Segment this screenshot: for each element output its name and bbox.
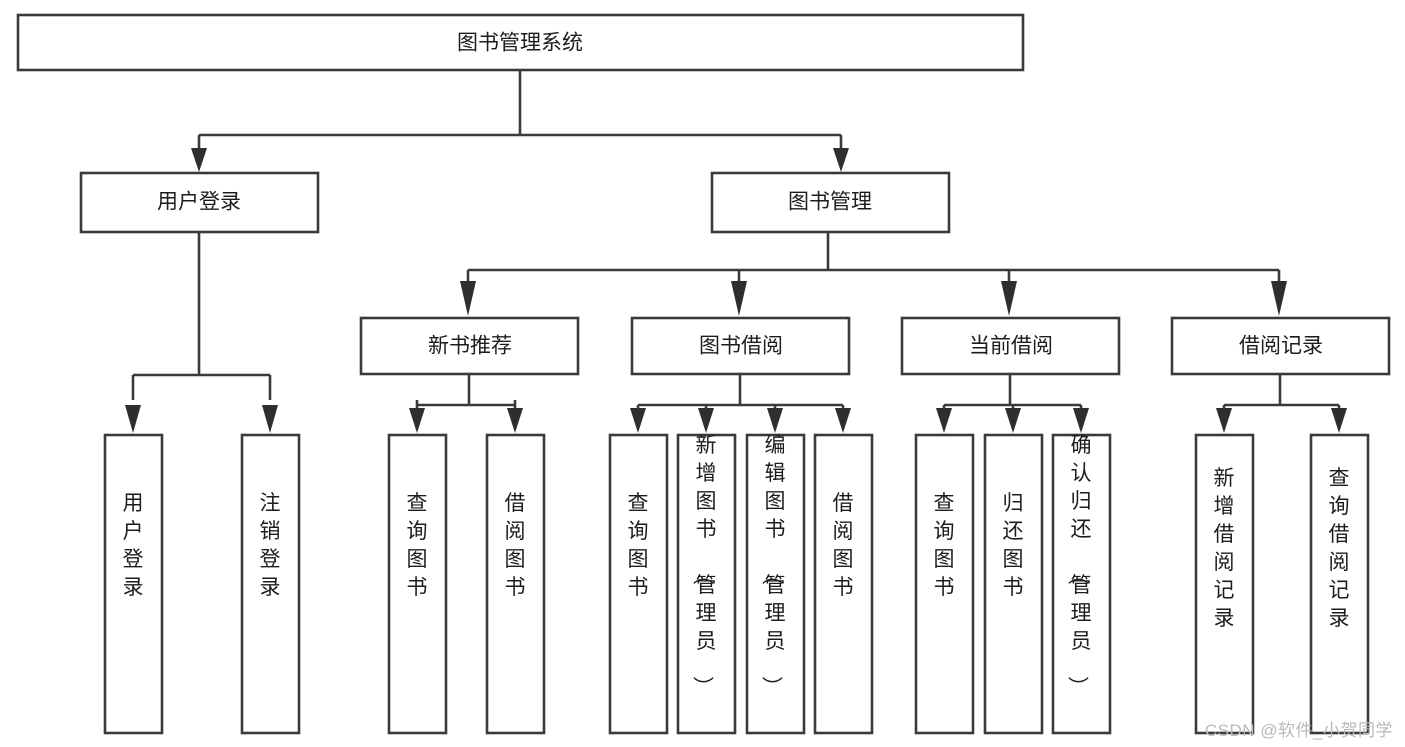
arrow-icon [1005,408,1021,433]
node-leaf-query-book-2-label: 查询图书 [628,492,649,599]
arrow-icon [262,405,278,433]
node-current-borrow-label: 当前借阅 [969,335,1053,358]
node-user-login[interactable]: 用户登录 [79,171,320,234]
node-current-borrow-box[interactable] [900,316,1121,376]
arrow-icon [1331,408,1347,433]
node-leaf-add-book-box[interactable] [676,433,737,735]
node-leaf-borrow-book-2-box[interactable] [813,433,874,735]
node-leaf-edit-book-box[interactable] [745,433,806,735]
connector-newbook-to-leaves [415,374,517,415]
arrow-icon [630,408,646,433]
node-leaf-query-book-2-box[interactable] [608,433,669,735]
connector-bookborrow-to-leaves [636,374,845,415]
arrow-icon [731,281,747,316]
node-leaf-confirm-return-label: 确认归还（管理员） [1066,434,1092,697]
node-current-borrow[interactable]: 当前借阅 [900,316,1121,376]
node-book-borrow-box[interactable] [630,316,851,376]
node-leaf-add-record-label: 新增借阅记录 [1214,467,1235,630]
arrow-icon [460,281,476,316]
node-leaf-user-login-label: 用户登录 [123,492,144,599]
node-leaf-user-logout-box[interactable] [240,433,301,735]
connector-userlogin-to-leaves [131,232,272,400]
node-book-manage[interactable]: 图书管理 [710,171,951,234]
node-leaf-borrow-book-1-label: 借阅图书 [505,492,526,599]
arrowhead-layer [125,148,1347,433]
node-leaf-query-book-1[interactable]: 查询图书 [387,433,448,735]
node-leaf-borrow-book-1[interactable]: 借阅图书 [485,433,546,735]
node-leaf-query-book-1-box[interactable] [387,433,448,735]
node-leaf-query-record[interactable]: 查询借阅记录 [1309,433,1370,735]
node-leaf-borrow-book-2-label: 借阅图书 [833,492,854,599]
node-leaf-query-record-label: 查询借阅记录 [1329,467,1350,630]
node-leaf-borrow-book-2[interactable]: 借阅图书 [813,433,874,735]
arrow-icon [1001,281,1017,316]
arrow-icon [191,148,207,172]
connector-bookmanage-to-level2 [466,232,1281,285]
arrow-icon [698,408,714,433]
arrow-icon [767,408,783,433]
node-new-book-recommend[interactable]: 新书推荐 [359,316,580,376]
node-user-login-label: 用户登录 [157,191,241,214]
node-leaf-query-book-3-box[interactable] [914,433,975,735]
node-user-login-box[interactable] [79,171,320,234]
node-leaf-add-record[interactable]: 新增借阅记录 [1194,433,1255,735]
node-root-label: 图书管理系统 [457,32,583,55]
node-leaf-edit-book-label: 编辑图书（管理员） [760,434,786,697]
node-leaf-query-book-3-label: 查询图书 [934,492,955,599]
node-leaf-user-logout-label: 注销登录 [260,492,281,599]
arrow-icon [936,408,952,433]
node-leaf-query-book-1-label: 查询图书 [407,492,428,599]
node-leaf-add-book-label: 新增图书（管理员） [691,434,717,697]
node-leaf-query-record-box[interactable] [1309,433,1370,735]
node-root[interactable]: 图书管理系统 [16,13,1025,72]
node-leaf-query-book-3[interactable]: 查询图书 [914,433,975,735]
node-leaf-edit-book[interactable]: 编辑图书（管理员） [745,433,806,735]
arrow-icon [1271,281,1287,316]
arrow-icon [409,408,425,433]
node-leaf-user-login-box[interactable] [103,433,164,735]
node-borrow-record[interactable]: 借阅记录 [1170,316,1391,376]
node-leaf-confirm-return[interactable]: 确认归还（管理员） [1051,433,1112,735]
node-leaf-query-book-2[interactable]: 查询图书 [608,433,669,735]
arrow-icon [125,405,141,433]
node-leaf-add-record-box[interactable] [1194,433,1255,735]
node-root-box[interactable] [16,13,1025,72]
arrow-icon [1216,408,1232,433]
node-leaf-return-book[interactable]: 归还图书 [983,433,1044,735]
node-leaf-user-logout[interactable]: 注销登录 [240,433,301,735]
node-leaf-confirm-return-box[interactable] [1051,433,1112,735]
node-new-book-recommend-label: 新书推荐 [428,335,512,358]
node-leaf-return-book-label: 归还图书 [1003,492,1024,599]
arrow-icon [835,408,851,433]
node-borrow-record-label: 借阅记录 [1239,335,1323,358]
node-leaf-add-book[interactable]: 新增图书（管理员） [676,433,737,735]
node-book-manage-box[interactable] [710,171,951,234]
node-borrow-record-box[interactable] [1170,316,1391,376]
connector-borrowrecord-to-leaves [1222,374,1341,415]
connector-root-to-level1 [197,70,843,160]
node-leaf-user-login[interactable]: 用户登录 [103,433,164,735]
arrow-icon [1073,408,1089,433]
node-new-book-recommend-box[interactable] [359,316,580,376]
arrow-icon [507,408,523,433]
node-book-borrow[interactable]: 图书借阅 [630,316,851,376]
node-leaf-return-book-box[interactable] [983,433,1044,735]
node-book-manage-label: 图书管理 [788,191,872,214]
node-leaf-borrow-book-1-box[interactable] [485,433,546,735]
node-book-borrow-label: 图书借阅 [699,335,783,358]
arrow-icon [833,148,849,172]
